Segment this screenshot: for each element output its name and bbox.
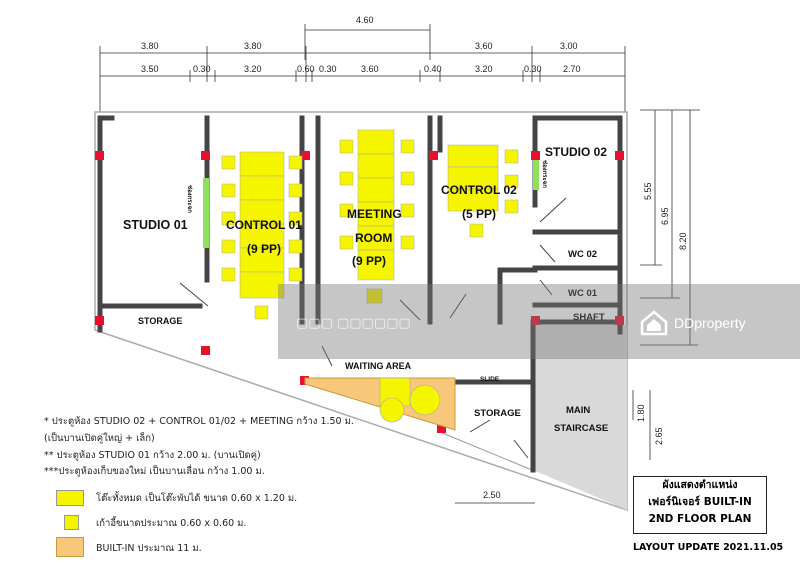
dim-right-1: 6.95 [660,207,670,225]
dim-r3-4: 0.30 [319,64,337,74]
right-dimension-lines [632,109,700,460]
dim-right-lower-0: 1.80 [636,404,646,422]
dim-r3-8: 0.30 [524,64,542,74]
dim-r3-7: 3.20 [475,64,493,74]
door-swings [179,197,567,459]
title-line-2: เฟอร์นิเจอร์ BUILT-IN [648,496,752,508]
label-staircase: STAIRCASE [554,423,608,434]
top-dimension-lines [99,24,626,112]
label-shaft: SHAFT [573,312,605,323]
label-window-studio02: ช่องกระจก [541,160,548,188]
dim-r3-1: 0.30 [193,64,211,74]
legend-label-table: โต๊ะทั้งหมด เป็นโต๊ะพับได้ ขนาด 0.60 x 1… [96,493,298,504]
dim-r3-0: 3.50 [141,64,159,74]
label-wc02: WC 02 [568,249,597,260]
dim-r3-9: 2.70 [563,64,581,74]
layout-update-text: LAYOUT UPDATE 2021.11.05 [633,542,784,553]
label-storage-left: STORAGE [138,316,182,326]
label-slide: SLIDE [480,376,500,383]
label-studio01: STUDIO 01 [123,218,188,232]
label-control01-pp: (9 PP) [247,242,281,256]
dim-r2-2: 3.60 [475,41,493,51]
label-window-control01: ช่องกระจก [186,185,193,213]
note-4: ***ประตูห้องเก็บของใหม่ เป็นบานเลื่อน กว… [44,466,265,477]
legend-swatch-builtin [56,537,84,557]
dim-top-4-60: 4.60 [356,15,374,25]
note-2: (เป็นบานเปิดคู่ใหญ่ + เล็ก) [44,433,155,444]
label-storage-right: STORAGE [474,408,521,419]
house-logo-icon [640,310,668,336]
dim-bottom: 2.50 [483,490,501,500]
label-meeting-pp: (9 PP) [352,254,386,268]
label-control02-pp: (5 PP) [462,207,496,221]
window-control01 [203,178,209,248]
dim-r3-2: 3.20 [244,64,262,74]
label-wc01: WC 01 [568,288,598,299]
ddproperty-logo: DDproperty [640,309,746,337]
note-3: ** ประตูห้อง STUDIO 01 กว้าง 2.00 ม. (บา… [44,450,261,461]
legend-swatch-chair [64,515,79,530]
label-studio02: STUDIO 02 [545,145,607,159]
legend-swatch-table [56,490,84,506]
legend-label-builtin: BUILT-IN ประมาณ 11 ม. [96,543,202,554]
dim-r2-3: 3.00 [560,41,578,51]
watermark-band [278,284,800,359]
dim-right-0: 5.55 [643,182,653,200]
note-1: * ประตูห้อง STUDIO 02 + CONTROL 01/02 + … [44,416,354,427]
label-meeting: MEETING [347,207,402,221]
dim-r2-1: 3.80 [244,41,262,51]
dim-r3-3: 0.60 [297,64,315,74]
dim-r3-6: 0.40 [424,64,442,74]
title-line-3: 2ND FLOOR PLAN [648,513,752,525]
ddproperty-text: DDproperty [674,315,746,331]
dim-right-2: 8.20 [678,232,688,250]
watermark-thai: ▢▢▢ ▢▢▢▢▢▢ [296,316,411,331]
label-meeting-room: ROOM [355,231,392,245]
meeting-furniture [339,129,415,304]
title-line-1: ผังแสดงตำแหน่ง [662,479,738,491]
control02-furniture [447,144,519,238]
label-staircase-main: MAIN [566,405,590,416]
lounge-chairs [379,377,441,423]
window-studio02 [533,160,539,190]
label-control01: CONTROL 01 [226,218,302,232]
dim-r3-5: 3.60 [361,64,379,74]
dim-right-lower-1: 2.65 [654,427,664,445]
title-box: ผังแสดงตำแหน่ง เฟอร์นิเจอร์ BUILT-IN 2ND… [633,476,767,534]
label-waiting: WAITING AREA [345,361,412,371]
label-control02: CONTROL 02 [441,183,517,197]
legend-label-chair: เก้าอี้ขนาดประมาณ 0.60 x 0.60 ม. [96,518,247,529]
dim-r2-0: 3.80 [141,41,159,51]
staircase-area [533,325,627,510]
control01-furniture [221,151,303,320]
